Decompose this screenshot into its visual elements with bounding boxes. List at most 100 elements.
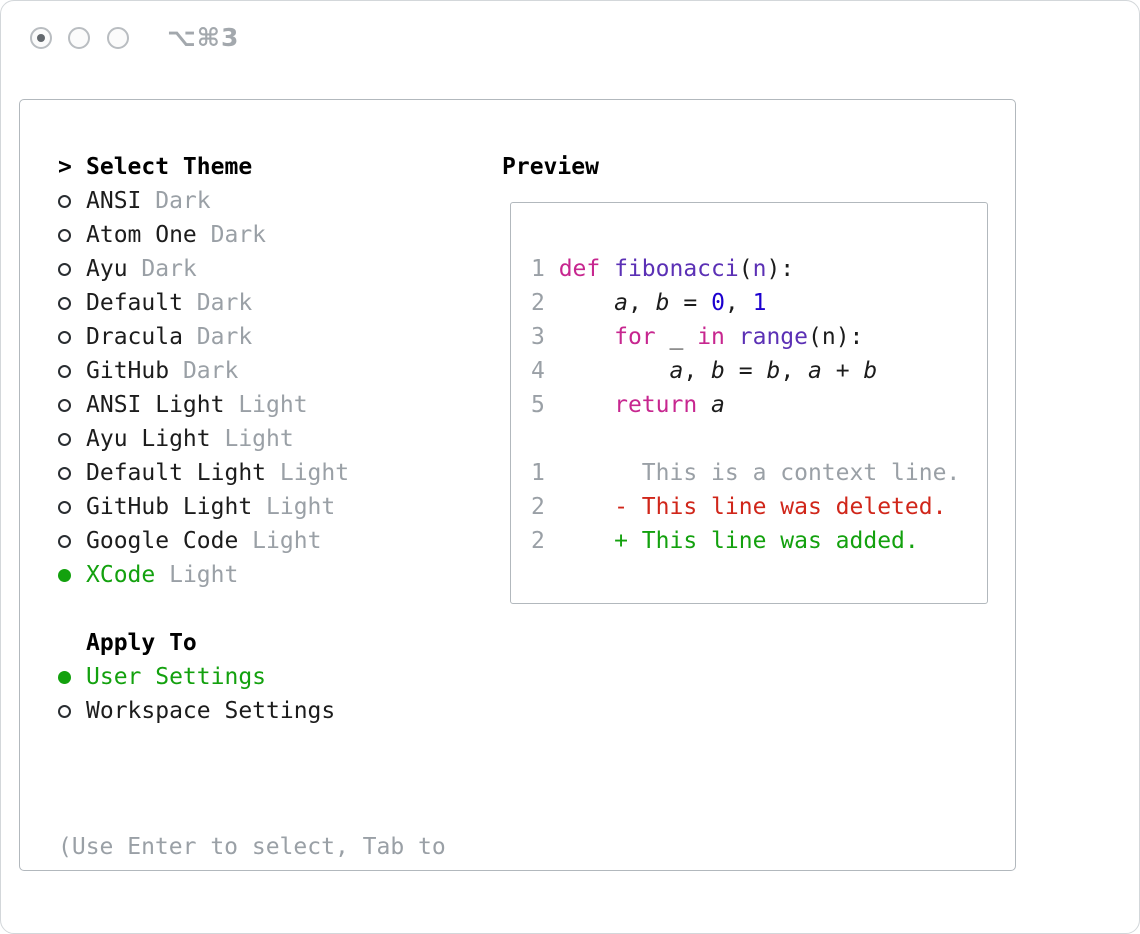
radio-unselected-icon xyxy=(58,466,71,480)
code-token: b xyxy=(711,358,725,384)
radio-selected-icon xyxy=(58,568,71,582)
option-variant: Light xyxy=(252,494,336,520)
radio-cell xyxy=(58,262,86,276)
code-token: 0 xyxy=(711,290,725,316)
option-label: User Settings xyxy=(86,664,266,690)
theme-option-default-light[interactable]: Default Light Light xyxy=(58,456,446,490)
code-token: a xyxy=(669,358,684,384)
theme-option-xcode[interactable]: XCode Light xyxy=(58,558,446,592)
option-name: Default Light xyxy=(86,460,267,486)
theme-option-github[interactable]: GitHub Dark xyxy=(58,354,446,388)
help-line-1: (Use Enter to select, Tab to xyxy=(58,834,446,860)
code-token: a xyxy=(808,358,822,384)
radio-unselected-icon xyxy=(58,330,71,344)
radio-cell xyxy=(58,194,86,208)
option-name: Atom One xyxy=(86,222,197,248)
theme-option-github-light[interactable]: GitHub Light Light xyxy=(58,490,446,524)
line-number: 1 xyxy=(531,256,559,282)
apply-to-header: Apply To xyxy=(58,626,446,660)
line-number: 2 xyxy=(531,494,559,520)
code-token xyxy=(559,392,614,418)
theme-option-google-code[interactable]: Google Code Light xyxy=(58,524,446,558)
option-label: Default Light Light xyxy=(86,460,349,486)
window-control-active-dot-icon xyxy=(37,34,45,42)
theme-option-ayu-light[interactable]: Ayu Light Light xyxy=(58,422,446,456)
help-text: (Use Enter to select, Tab to change focu… xyxy=(58,762,446,933)
option-variant: Light xyxy=(210,426,294,452)
theme-option-dracula[interactable]: Dracula Dark xyxy=(58,320,446,354)
radio-unselected-icon xyxy=(58,228,71,242)
code-token: , xyxy=(780,358,809,384)
spacer xyxy=(58,728,446,762)
code-line: 2 a, b = 0, 1 xyxy=(531,286,979,320)
code-token xyxy=(697,392,711,418)
option-name: GitHub xyxy=(86,358,170,384)
line-number: 2 xyxy=(531,528,559,554)
window-control-3[interactable] xyxy=(107,27,129,49)
code-token: ( xyxy=(738,256,753,282)
diff-line-added: 2 + This line was added. xyxy=(531,524,979,558)
theme-option-ayu[interactable]: Ayu Dark xyxy=(58,252,446,286)
radio-cell xyxy=(58,364,86,378)
option-label: GitHub Light Light xyxy=(86,494,335,520)
theme-option-default[interactable]: Default Dark xyxy=(58,286,446,320)
window-control-1[interactable] xyxy=(30,27,52,49)
apply-option-workspace-settings[interactable]: Workspace Settings xyxy=(58,694,446,728)
option-name: ANSI xyxy=(86,188,142,214)
spacer xyxy=(58,592,446,626)
option-name: XCode xyxy=(86,562,156,588)
window-control-2[interactable] xyxy=(68,27,90,49)
option-label: ANSI Light Light xyxy=(86,392,308,418)
line-number: 4 xyxy=(531,358,559,384)
radio-unselected-icon xyxy=(58,262,71,276)
code-token: , xyxy=(683,358,712,384)
diff-text: + This line was added. xyxy=(558,528,919,554)
option-name: ANSI Light xyxy=(86,392,225,418)
apply-option-user-settings[interactable]: User Settings xyxy=(58,660,446,694)
theme-option-atom-one[interactable]: Atom One Dark xyxy=(58,218,446,252)
radio-cell xyxy=(58,670,86,684)
option-name: GitHub Light xyxy=(86,494,253,520)
radio-unselected-icon xyxy=(58,194,71,208)
line-number: 3 xyxy=(531,324,559,350)
option-label: Workspace Settings xyxy=(86,698,335,724)
option-label: Dracula Dark xyxy=(86,324,252,350)
code-token: + xyxy=(821,358,864,384)
option-variant: Dark xyxy=(127,256,197,282)
option-variant: Dark xyxy=(182,324,253,350)
select-theme-header: > Select Theme xyxy=(58,150,446,184)
prompt-caret-icon: > xyxy=(58,154,72,180)
option-label: ANSI Dark xyxy=(86,188,211,214)
radio-unselected-icon xyxy=(58,398,71,412)
radio-cell xyxy=(58,466,86,480)
option-variant: Light xyxy=(224,392,308,418)
code-token: 1 xyxy=(752,290,767,316)
option-label: GitHub Dark xyxy=(86,358,238,384)
radio-unselected-icon xyxy=(58,534,71,548)
radio-unselected-icon xyxy=(58,500,71,514)
code-token: in xyxy=(697,324,725,350)
code-token: b xyxy=(766,358,781,384)
code-token xyxy=(559,290,614,316)
radio-cell xyxy=(58,296,86,310)
radio-cell xyxy=(58,704,86,718)
option-variant: Dark xyxy=(141,188,211,214)
option-variant: Light xyxy=(155,562,239,588)
code-token: b xyxy=(655,290,670,316)
theme-option-ansi[interactable]: ANSI Dark xyxy=(58,184,446,218)
code-token: ): xyxy=(766,256,795,282)
line-number: 5 xyxy=(531,392,559,418)
blank-line xyxy=(531,422,979,456)
code-token: , xyxy=(627,290,656,316)
code-token: range xyxy=(738,324,808,350)
theme-option-ansi-light[interactable]: ANSI Light Light xyxy=(58,388,446,422)
line-number: 2 xyxy=(531,290,559,316)
keyboard-shortcut-label: ⌥⌘3 xyxy=(167,23,240,52)
line-number: 1 xyxy=(531,460,559,486)
diff-line-deleted: 2 - This line was deleted. xyxy=(531,490,979,524)
titlebar: ⌥⌘3 xyxy=(1,1,1139,75)
